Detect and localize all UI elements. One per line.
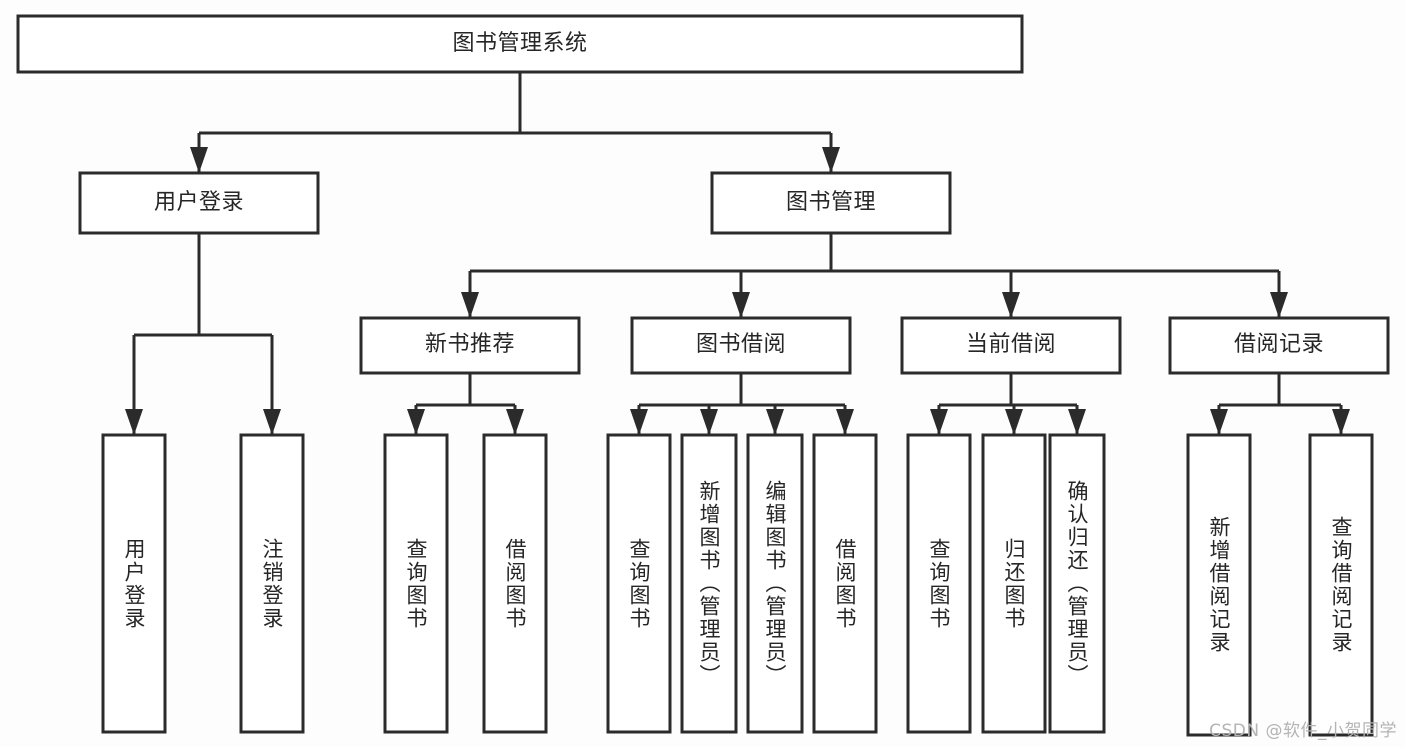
arrow-head-icon [822, 147, 840, 173]
arrow-head-icon [1005, 409, 1023, 435]
edge-layer [125, 72, 1350, 435]
watermark: CSDN @软件_小贺同学 [1209, 721, 1397, 741]
arrow-head-icon [1332, 409, 1350, 435]
arrow-head-icon [732, 292, 750, 318]
arrow-head-icon [630, 409, 648, 435]
node-box-leaf-query-book-1[interactable] [383, 433, 449, 734]
arrow-head-icon [461, 292, 479, 318]
node-box-leaf-confirm-return[interactable] [1048, 433, 1106, 734]
node-box-new-book-rec[interactable] [359, 316, 581, 375]
arrow-head-icon [125, 409, 143, 435]
arrow-head-icon [506, 409, 524, 435]
node-box-leaf-edit-book[interactable] [746, 433, 804, 734]
node-box-leaf-query-record[interactable] [1308, 433, 1374, 737]
arrow-head-icon [1210, 409, 1228, 435]
arrow-head-icon [1002, 292, 1020, 318]
node-box-book-borrow[interactable] [630, 316, 852, 375]
node-box-leaf-add-book[interactable] [680, 433, 738, 734]
node-box-root[interactable] [16, 14, 1024, 74]
arrow-head-icon [700, 409, 718, 435]
node-box-borrow-record[interactable] [1168, 316, 1390, 375]
arrow-head-icon [1270, 292, 1288, 318]
box-layer [16, 14, 1390, 737]
arrow-head-icon [930, 409, 948, 435]
node-box-book-manage[interactable] [710, 171, 952, 235]
node-box-leaf-user-login[interactable] [101, 433, 167, 734]
node-box-leaf-return-book[interactable] [981, 433, 1047, 734]
node-box-leaf-add-record[interactable] [1186, 433, 1252, 737]
node-box-leaf-borrow-book-1[interactable] [482, 433, 548, 734]
node-box-user-login[interactable] [78, 171, 320, 235]
arrow-head-icon [836, 409, 854, 435]
arrow-head-icon [1068, 409, 1086, 435]
node-box-leaf-query-book-2[interactable] [606, 433, 672, 734]
arrow-head-icon [190, 147, 208, 173]
arrow-head-icon [407, 409, 425, 435]
node-box-leaf-query-book-3[interactable] [906, 433, 972, 734]
node-box-current-borrow[interactable] [900, 316, 1122, 375]
node-box-leaf-borrow-book-2[interactable] [812, 433, 878, 734]
arrow-head-icon [766, 409, 784, 435]
node-box-leaf-logout[interactable] [239, 433, 305, 734]
arrow-head-icon [263, 409, 281, 435]
